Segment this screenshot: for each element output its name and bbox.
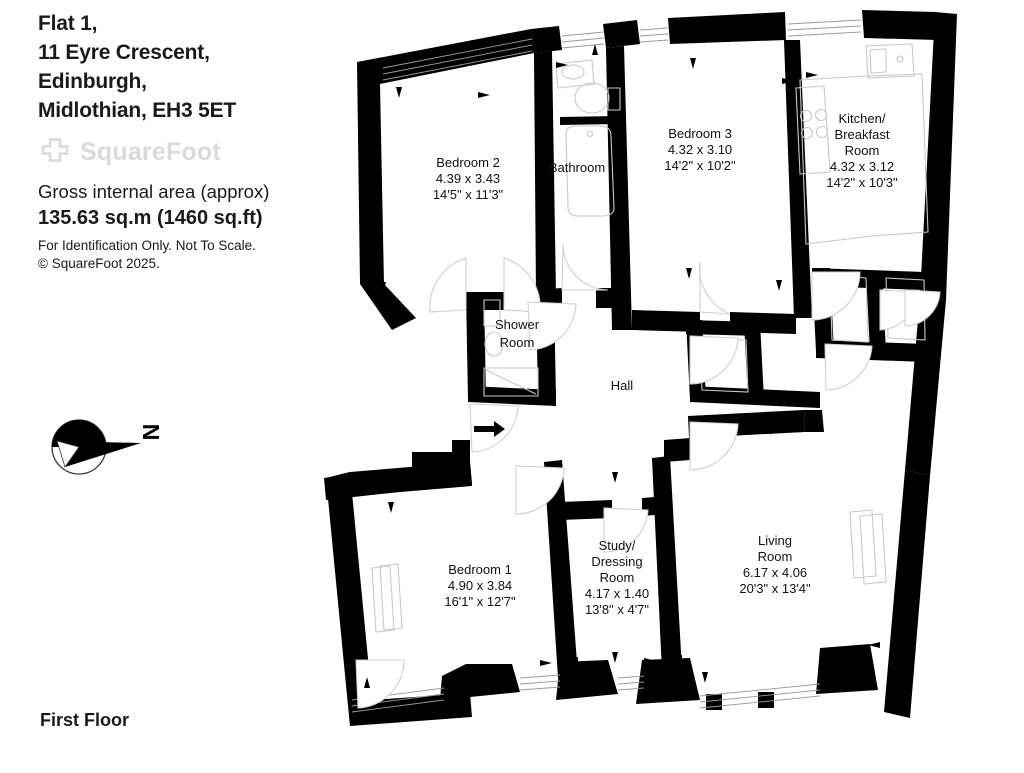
- room-label-hall: Hall: [611, 378, 634, 393]
- direction-arrows: [364, 44, 942, 690]
- room-imperial-bedroom-3: 14'2" x 10'2": [664, 158, 736, 173]
- room-label-study-dressing-room: Study/ Dressing Room 4.17 x 1.40 13'8" x…: [585, 538, 650, 617]
- room-imperial-study: 13'8" x 4'7": [585, 602, 649, 617]
- area-value: 135.63 sq.m (1460 sq.ft): [38, 206, 263, 229]
- address-line-4: Midlothian, EH3 5ET: [38, 98, 237, 122]
- room-label-kitchen-breakfast-room: Kitchen/ Breakfast Room 4.32 x 3.12 14'2…: [826, 111, 898, 190]
- room-imperial-bedroom-1: 16'1" x 12'7": [444, 594, 516, 609]
- door-swings: [355, 243, 941, 709]
- compass-north-label: N: [138, 424, 164, 441]
- windows: [351, 19, 878, 713]
- room-label-bathroom: Bathroom: [549, 160, 605, 175]
- room-metric-bedroom-3: 4.32 x 3.10: [668, 142, 732, 157]
- room-name-hall: Hall: [611, 378, 634, 393]
- room-name-living-line-2: Room: [758, 549, 793, 564]
- kitchen-fixtures: [795, 43, 929, 245]
- room-label-shower-room: Shower Room: [495, 317, 540, 350]
- brand-name-text: SquareFoot: [80, 138, 221, 167]
- room-name-kitchen-line-3: Room: [845, 143, 880, 158]
- room-name-study-line-3: Room: [600, 570, 635, 585]
- basin-fixture: [555, 59, 595, 89]
- room-name-bedroom-3: Bedroom 3: [668, 126, 732, 141]
- gross-internal-area-block: Gross internal area (approx) 135.63 sq.m…: [38, 180, 338, 273]
- area-caption: Gross internal area (approx): [38, 180, 270, 202]
- room-metric-living: 6.17 x 4.06: [743, 565, 807, 580]
- bedroom1-wardrobe-fixtures: [371, 563, 403, 633]
- address-line-2: 11 Eyre Crescent,: [38, 40, 210, 64]
- property-address: Flat 1, 11 Eyre Crescent, Edinburgh, Mid…: [38, 10, 338, 126]
- room-name-shower-line-1: Shower: [495, 317, 540, 332]
- room-imperial-kitchen: 14'2" x 10'3": [826, 175, 898, 190]
- squarefoot-brand-watermark: SquareFoot: [38, 136, 338, 170]
- room-metric-bedroom-1: 4.90 x 3.84: [448, 578, 512, 593]
- toilet-fixture: [574, 82, 621, 114]
- floor-caption: First Floor: [40, 710, 129, 730]
- fixtures: [371, 43, 929, 633]
- room-imperial-living: 20'3" x 13'4": [739, 581, 811, 596]
- compass-rose: N: [45, 405, 165, 490]
- squarefoot-diamond-logo-icon: [38, 133, 72, 172]
- room-label-bedroom-3: Bedroom 3 4.32 x 3.10 14'2" x 10'2": [664, 126, 736, 173]
- room-label-bedroom-1: Bedroom 1 4.90 x 3.84 16'1" x 12'7": [444, 562, 516, 609]
- property-info-panel: Flat 1, 11 Eyre Crescent, Edinburgh, Mid…: [38, 10, 338, 273]
- room-name-living-line-1: Living: [758, 533, 792, 548]
- bathtub-fixture: [565, 125, 615, 217]
- room-label-living-room: Living Room 6.17 x 4.06 20'3" x 13'4": [739, 533, 811, 596]
- room-labels: Bedroom 2 4.39 x 3.43 14'5" x 11'3" Bath…: [433, 111, 898, 617]
- room-name-kitchen-line-1: Kitchen/: [839, 111, 886, 126]
- room-name-bedroom-2: Bedroom 2: [436, 155, 500, 170]
- room-imperial-bedroom-2: 14'5" x 11'3": [433, 187, 504, 202]
- room-metric-study: 4.17 x 1.40: [585, 586, 649, 601]
- room-name-bedroom-1: Bedroom 1: [448, 562, 512, 577]
- room-metric-bedroom-2: 4.39 x 3.43: [436, 171, 500, 186]
- room-label-bedroom-2: Bedroom 2 4.39 x 3.43 14'5" x 11'3": [433, 155, 504, 202]
- room-name-study-line-1: Study/: [599, 538, 636, 553]
- address-line-1: Flat 1,: [38, 12, 98, 35]
- exterior-walls: [326, 10, 957, 726]
- address-line-3: Edinburgh,: [38, 69, 147, 93]
- room-metric-kitchen: 4.32 x 3.12: [830, 159, 894, 174]
- room-name-bathroom: Bathroom: [549, 160, 605, 175]
- room-name-kitchen-line-2: Breakfast: [835, 127, 890, 142]
- shower-room-fixtures: [483, 299, 539, 397]
- disclaimer-line-1: For Identification Only. Not To Scale.: [38, 237, 256, 253]
- disclaimer-line-2: © SquareFoot 2025.: [38, 256, 160, 272]
- compass-rose-icon: [51, 419, 141, 475]
- room-name-shower-line-2: Room: [500, 335, 535, 350]
- living-room-fixtures: [849, 509, 887, 585]
- room-name-study-line-2: Dressing: [591, 554, 642, 569]
